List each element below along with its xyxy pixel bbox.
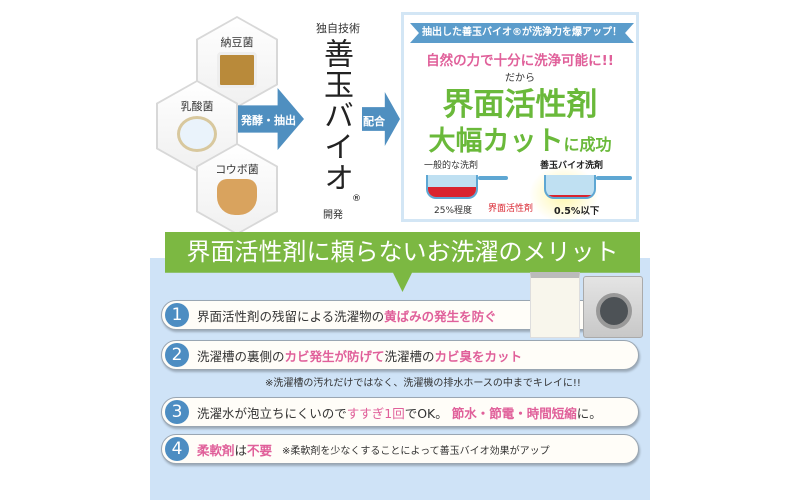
registered-mark: ® <box>352 194 361 204</box>
big-headline-1: 界面活性剤 <box>442 87 598 123</box>
tech-label: 独自技術 <box>316 22 360 35</box>
merit-number: 3 <box>165 400 189 424</box>
merit-item-4: 4 柔軟剤は不要 ※柔軟剤を少なくすることによって善玉バイオ効果がアップ <box>161 434 639 464</box>
merit-number: 2 <box>165 343 189 367</box>
big-headline-2-main: 大幅カット <box>428 126 564 157</box>
merit-2-note: ※洗濯槽の汚れだけではなく、洗濯機の排水ホースの中までキレイに!! <box>265 378 581 389</box>
merit-highlight: カビ発生が防げて <box>284 348 385 364</box>
merits-title: 界面活性剤に頼らないお洗濯のメリット <box>186 238 619 266</box>
ferment-label: 発酵・抽出 <box>241 114 296 127</box>
zendama-value: 0.5%以下 <box>554 206 600 217</box>
merit-text: 洗濯水が泡立ちにくいので <box>197 405 347 421</box>
merit-text: に。 <box>576 405 602 421</box>
dakara-text: だから <box>505 73 535 84</box>
big-headline-2: 大幅カットに成功 <box>404 119 636 158</box>
merit-text: でOK。 <box>404 405 448 421</box>
merit-highlight: 不要 <box>247 442 273 458</box>
merit-text: 洗濯槽の裏側の <box>197 348 285 364</box>
merit-note: ※柔軟剤を少なくすることによって善玉バイオ効果がアップ <box>282 445 550 457</box>
ribbon-headline: 抽出した善玉バイオ®が洗浄力を爆アップ！ <box>410 23 634 43</box>
result-box: 抽出した善玉バイオ®が洗浄力を爆アップ！ 自然の力で十分に洗浄可能に!! だから… <box>401 12 639 223</box>
merit-text: は <box>234 442 248 458</box>
merit-highlight: カビ臭をカット <box>434 348 523 364</box>
bread-image <box>217 179 257 215</box>
regular-value: 25%程度 <box>434 206 473 216</box>
lactic-image <box>177 116 217 152</box>
natto-image <box>217 52 257 88</box>
blend-label: 配合 <box>363 115 385 128</box>
merit-text: 洗濯槽の <box>384 348 435 364</box>
merit-number: 4 <box>165 437 189 461</box>
merit-item-2: 2 洗濯槽の裏側のカビ発生が防げて洗濯槽のカビ臭をカット <box>161 340 639 370</box>
merit-text: 界面活性剤の残留による洗濯物の <box>197 308 385 324</box>
hexagon-label: 納豆菌 <box>220 36 254 49</box>
merit-item-3: 3 洗濯水が泡立ちにくいのですすぎ1回でOK。節水・節電・時間短縮に。 <box>161 397 639 427</box>
developed-label: 開発 <box>323 210 343 221</box>
brand-title: 善玉バイオ <box>318 38 353 193</box>
merit-highlight: 節水・節電・時間短縮 <box>451 405 577 421</box>
hexagon-lactic: 乳酸菌 <box>156 80 238 172</box>
big-headline-2-suffix: に成功 <box>563 135 612 154</box>
merit-highlight: 柔軟剤 <box>197 442 235 458</box>
zendama-pan-icon <box>544 175 632 199</box>
merit-number: 1 <box>165 303 189 327</box>
merit-highlight: すすぎ1回 <box>346 405 405 421</box>
surfactant-label: 界面活性剤 <box>488 204 534 214</box>
merit-highlight: 黄ばみの発生を防ぐ <box>384 308 497 324</box>
zendama-detergent-label: 善玉バイオ洗剤 <box>540 161 604 171</box>
pink-headline: 自然の力で十分に洗浄可能に!! <box>426 53 614 69</box>
hexagon-label: コウボ菌 <box>215 163 259 176</box>
hexagon-label: 乳酸菌 <box>180 100 214 113</box>
regular-detergent-label: 一般的な洗剤 <box>424 161 479 171</box>
drum-washer-icon <box>583 276 643 338</box>
top-load-washer-icon <box>530 272 580 338</box>
regular-pan-icon <box>426 175 508 199</box>
